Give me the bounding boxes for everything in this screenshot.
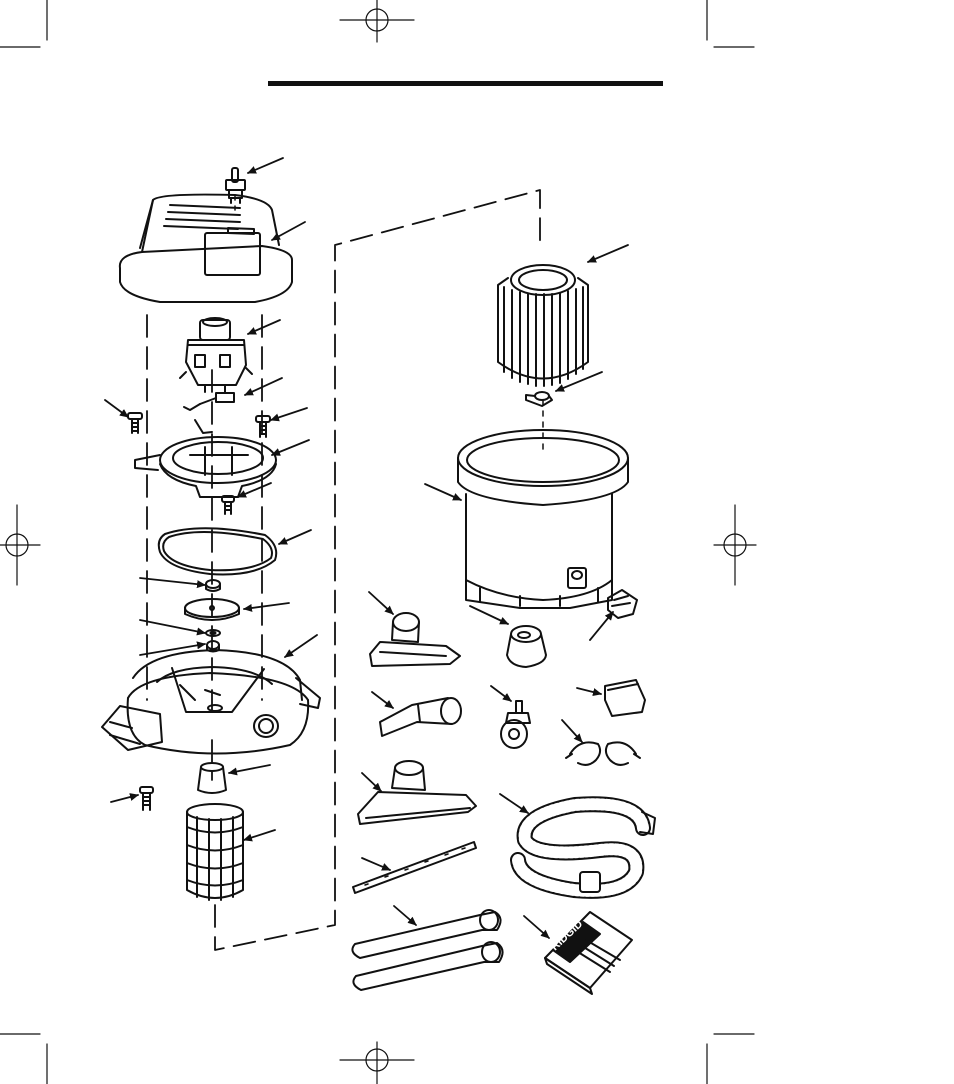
- hose-icon: [518, 804, 655, 892]
- crosshair-left: [0, 505, 40, 585]
- crosshair-bottom: [340, 1042, 414, 1084]
- squeegee-strip-icon: [353, 842, 476, 893]
- filter-retainer-icon: [526, 392, 552, 406]
- toggle-switch-icon: [226, 168, 245, 203]
- clips-icon: [566, 742, 640, 765]
- cartridge-filter-icon: [498, 265, 588, 386]
- callout-arrows: [105, 158, 628, 938]
- motor-cover-icon: [120, 195, 292, 302]
- car-nozzle-icon: [358, 761, 476, 824]
- screw-left-icon: [128, 413, 142, 433]
- cord-connector-icon: [184, 393, 234, 433]
- title-rule: [268, 81, 663, 86]
- nut-icon: [206, 580, 220, 591]
- gasket-icon: [159, 528, 276, 574]
- tank-icon: [458, 430, 628, 608]
- screw-center-icon: [222, 496, 234, 514]
- screw-right-icon: [256, 416, 270, 437]
- washer-icon: [206, 630, 220, 636]
- utility-nozzle-icon: [380, 698, 461, 736]
- floor-nozzle-icon: [370, 613, 460, 666]
- caster-icon: [501, 701, 530, 748]
- float-cage-icon: [187, 804, 243, 900]
- screw-bottom-icon: [140, 787, 153, 810]
- manual-icon: [545, 912, 632, 994]
- crosshair-top: [340, 0, 414, 42]
- motor-base-icon: [135, 437, 276, 497]
- motor-icon: [180, 318, 252, 392]
- extension-wands-icon: [352, 910, 502, 990]
- crosshair-right: [714, 505, 756, 585]
- caster-base-icon: [507, 626, 546, 667]
- accessory-holder-icon: [605, 680, 645, 716]
- registration-marks: [0, 0, 756, 1084]
- assembly-short-dashes: [235, 195, 543, 450]
- lid-icon: [102, 650, 320, 754]
